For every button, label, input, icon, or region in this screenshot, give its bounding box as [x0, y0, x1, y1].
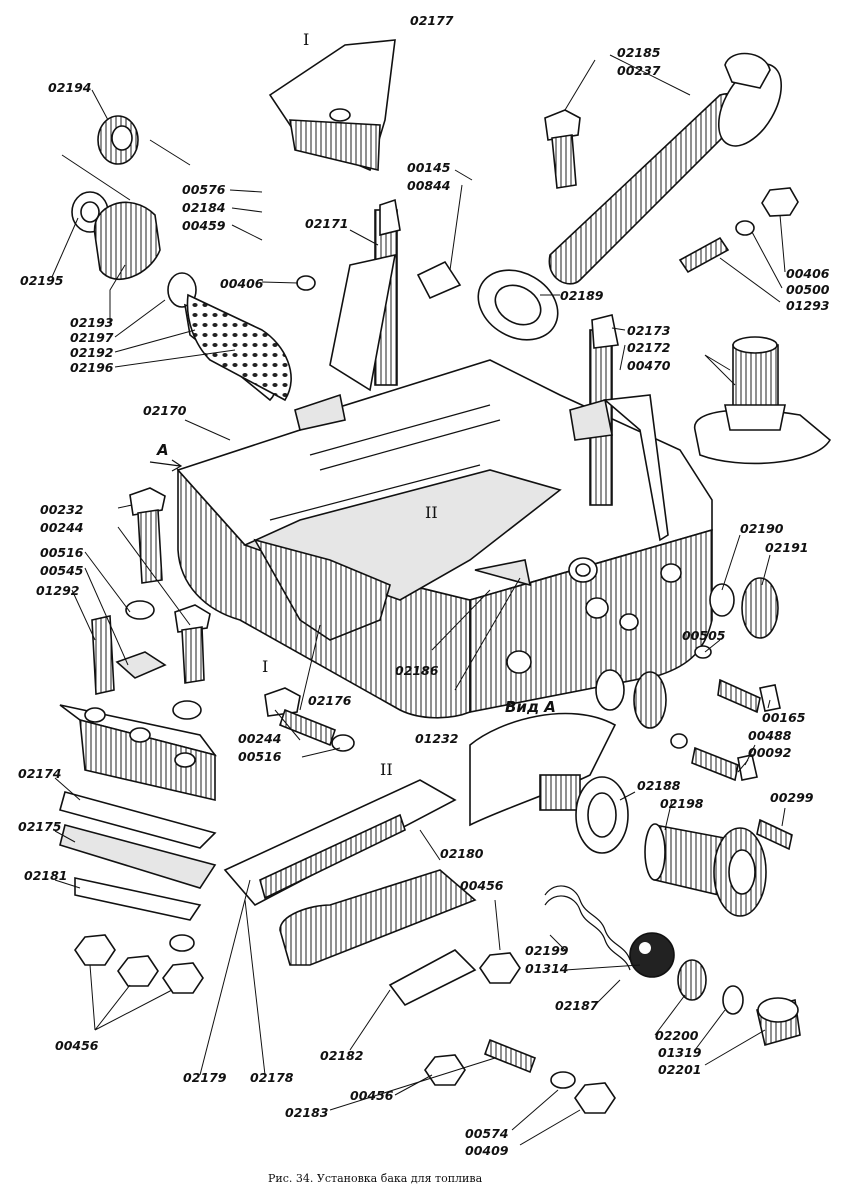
view-arrow-icon	[149, 459, 183, 472]
bracket-left-stack	[59, 704, 218, 921]
filler-neck-bracket	[268, 39, 396, 172]
fuel-tap-left	[296, 198, 462, 392]
part-label: 00576	[182, 182, 226, 197]
part-label: 00237	[617, 63, 661, 78]
part-label: 01293	[786, 298, 830, 313]
part-label: 00500	[786, 282, 830, 297]
roman-mark-I-tank: I	[262, 657, 268, 676]
clamp-plates	[223, 779, 616, 1114]
part-label: 02195	[20, 273, 64, 288]
part-label: 00165	[762, 710, 806, 725]
leader-lines	[51, 54, 786, 1146]
part-label: 01232	[415, 731, 459, 746]
part-label: 02180	[440, 846, 484, 861]
part-label: 02200	[655, 1028, 699, 1043]
part-label: 01292	[36, 583, 80, 598]
part-label: 02176	[308, 693, 352, 708]
filler-cap-assembly	[71, 115, 292, 402]
part-label: 02177	[410, 13, 454, 28]
part-label: 02189	[560, 288, 604, 303]
part-label: 00574	[465, 1126, 509, 1141]
part-label: 00488	[748, 728, 792, 743]
view-arrow-label: A	[156, 441, 169, 459]
fuel-tap-right	[569, 314, 669, 542]
part-label: 02173	[627, 323, 671, 338]
roman-mark-I-top: I	[303, 30, 309, 49]
part-labels: 02194 02195 02193 02197 02192 02196 0217…	[18, 13, 830, 1158]
part-label: 00505	[682, 628, 726, 643]
part-label: 02170	[143, 403, 187, 418]
bolts-left	[91, 487, 211, 720]
drain-pipe	[548, 52, 783, 285]
part-label: 02172	[627, 340, 671, 355]
part-label: 02191	[765, 540, 809, 555]
part-label: 00456	[460, 878, 504, 893]
flange-plate	[477, 269, 559, 341]
part-label: 01319	[658, 1045, 702, 1060]
part-label: 00470	[627, 358, 671, 373]
spring-washer-nut-set	[678, 187, 799, 274]
part-label: 00545	[40, 563, 84, 578]
part-label: 02183	[285, 1105, 329, 1120]
part-label: 02199	[525, 943, 569, 958]
part-label: 02171	[305, 216, 349, 231]
part-label: 02182	[320, 1048, 364, 1063]
bolt-center	[264, 687, 355, 752]
part-label: 02198	[660, 796, 704, 811]
part-label: 00409	[465, 1143, 509, 1158]
part-label: 02188	[637, 778, 681, 793]
part-label: 02184	[182, 200, 226, 215]
part-label: 02178	[250, 1070, 294, 1085]
part-label: 00244	[238, 731, 282, 746]
part-label: 00244	[40, 520, 84, 535]
part-label: 02186	[395, 663, 439, 678]
part-label: 02179	[183, 1070, 227, 1085]
part-label: 00844	[407, 178, 451, 193]
figure-caption: Рис. 34. Установка бака для топлива	[268, 1172, 483, 1185]
part-label: 00516	[40, 545, 84, 560]
level-sender	[694, 336, 832, 465]
part-label: 02196	[70, 360, 114, 375]
part-label: 02201	[658, 1062, 702, 1077]
view-a-bracket	[469, 712, 617, 827]
nuts-bottom-left	[74, 934, 204, 994]
part-label: 00406	[786, 266, 830, 281]
bolt-top	[544, 109, 581, 189]
part-label: 00459	[182, 218, 226, 233]
part-label: 00145	[407, 160, 451, 175]
part-label: 02185	[617, 45, 661, 60]
roman-mark-II-plate: II	[380, 760, 393, 779]
part-label: 02181	[24, 868, 68, 883]
part-label: 02187	[555, 998, 599, 1013]
valve-assembly	[544, 776, 801, 1047]
part-label: 02190	[740, 521, 784, 536]
part-label: 02192	[70, 345, 114, 360]
part-label: 00092	[748, 745, 792, 760]
view-a-label: Вид А	[505, 698, 556, 716]
caps-right-middle	[595, 577, 781, 782]
part-label: 02175	[18, 819, 62, 834]
part-label: 02174	[18, 766, 62, 781]
part-label: 02197	[70, 330, 114, 345]
part-label: 00516	[238, 749, 282, 764]
part-label: 00456	[350, 1088, 394, 1103]
part-label: 02193	[70, 315, 114, 330]
roman-mark-II-tank: II	[425, 503, 438, 522]
part-label: 00299	[770, 790, 814, 805]
part-label: 00406	[220, 276, 264, 291]
part-label: 02194	[48, 80, 92, 95]
part-label: 00456	[55, 1038, 99, 1053]
part-label: 01314	[525, 961, 569, 976]
part-label: 00232	[40, 502, 84, 517]
